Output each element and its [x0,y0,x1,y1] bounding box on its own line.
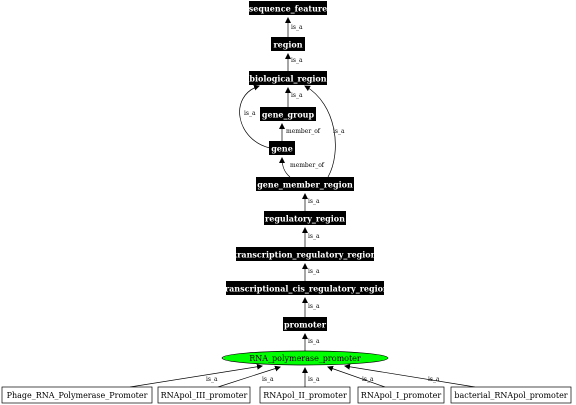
node-box [357,386,445,404]
edge-line [304,85,336,178]
node-box [264,211,346,225]
node-RNApol_I_promoter[interactable]: RNApol_I_promoter [357,386,445,404]
node-label: RNA_polymerase_promoter [249,354,361,363]
node-RNApol_III_promoter[interactable]: RNApol_III_promoter [157,386,251,404]
node-label: biological_region [249,74,326,84]
node-box [283,317,327,331]
edge-RNApol_I_promoter-to-RNA_polymerase_promoter: is_a [327,365,386,388]
edge-biological_region-to-region: is_a [285,53,303,71]
node-label: RNApol_II_promoter [263,391,347,400]
edge-line [239,84,271,149]
node-gene[interactable]: gene [269,141,295,155]
node-ellipse [221,350,389,366]
node-label: transcription_regulatory_region [234,250,377,260]
edge-line [129,363,263,388]
node-bacterial_RNApol_promoter[interactable]: bacterial_RNApol_promoter [450,386,572,404]
edge-gene-to-biological_region: is_a [239,84,271,149]
edge-label: is_a [362,376,374,383]
edge-line [279,157,291,178]
node-region[interactable]: region [271,37,305,51]
edge-label: is_a [308,198,320,205]
edge-label: is_a [428,376,440,383]
edge-transcriptional_cis_regulatory_region-to-transcription_regulatory_region: is_a [302,263,320,281]
node-gene_group[interactable]: gene_group [260,107,316,121]
node-Phage_RNA_Polymerase_Promoter[interactable]: Phage_RNA_Polymerase_Promoter [1,386,153,404]
node-label: gene_member_region [257,180,353,190]
edge-gene_member_region-to-gene: member_of [279,157,325,178]
node-box [1,386,153,404]
edge-region-to-sequence_feature: is_a [285,17,303,37]
node-box [271,37,305,51]
node-label: sequence_feature [249,4,327,14]
node-label: gene_group [262,110,315,120]
edge-gene_group-to-biological_region: is_a [285,87,303,107]
node-box [157,386,251,404]
edge-gene-to-gene_group: member_of [279,123,321,141]
node-biological_region[interactable]: biological_region [249,71,327,85]
node-promoter[interactable]: promoter [283,317,327,331]
node-label: regulatory_region [265,214,345,224]
edge-RNApol_III_promoter-to-RNA_polymerase_promoter: is_a [217,365,281,388]
edge-label: member_of [290,162,325,169]
node-box [260,107,316,121]
node-label: RNApol_I_promoter [361,391,442,400]
edge-label: is_a [333,128,345,135]
node-RNA_polymerase_promoter[interactable]: RNA_polymerase_promoter [221,350,389,366]
edge-regulatory_region-to-gene_member_region: is_a [302,193,320,211]
node-label: bacterial_RNApol_promoter [454,391,567,400]
node-RNApol_II_promoter[interactable]: RNApol_II_promoter [259,386,351,404]
edge-line [217,365,281,388]
node-box [256,177,354,191]
edges-layer: is_ais_ais_ais_amember_ofmember_ofis_ais… [129,17,476,388]
edge-RNA_polymerase_promoter-to-promoter: is_a [302,333,320,351]
node-gene_member_region[interactable]: gene_member_region [256,177,354,191]
edge-label: is_a [291,92,303,99]
edge-RNApol_II_promoter-to-RNA_polymerase_promoter: is_a [302,367,320,387]
node-box [236,247,374,261]
edge-Phage_RNA_Polymerase_Promoter-to-RNA_polymerase_promoter: is_a [129,363,263,388]
edge-label: is_a [308,268,320,275]
edge-bacterial_RNApol_promoter-to-RNA_polymerase_promoter: is_a [344,363,476,388]
node-box [450,386,572,404]
edge-line [327,365,386,388]
node-label: region [273,40,302,50]
node-label: RNApol_III_promoter [161,391,248,400]
edge-label: is_a [262,376,274,383]
edge-label: is_a [308,376,320,383]
node-label: gene [271,144,293,154]
edge-gene_member_region-to-biological_region: is_a [304,85,345,178]
edge-label: is_a [291,24,303,31]
node-box [249,1,327,15]
edge-label: is_a [308,338,320,345]
node-label: transcriptional_cis_regulatory_region [221,284,389,294]
node-regulatory_region[interactable]: regulatory_region [264,211,346,225]
node-label: Phage_RNA_Polymerase_Promoter [7,391,148,400]
node-transcriptional_cis_regulatory_region[interactable]: transcriptional_cis_regulatory_region [221,281,389,295]
edge-label: is_a [308,233,320,240]
node-sequence_feature[interactable]: sequence_feature [249,1,327,15]
node-label: promoter [284,320,327,330]
edge-label: is_a [291,57,303,64]
edge-label: is_a [244,110,256,117]
edge-label: is_a [206,376,218,383]
node-box [269,141,295,155]
edge-promoter-to-transcriptional_cis_regulatory_region: is_a [302,297,320,317]
edge-label: is_a [308,303,320,310]
edge-transcription_regulatory_region-to-regulatory_region: is_a [302,227,320,247]
edge-label: member_of [286,128,321,135]
node-box [259,386,351,404]
node-box [249,71,327,85]
node-box [226,281,384,295]
edge-line [344,363,476,388]
node-transcription_regulatory_region[interactable]: transcription_regulatory_region [234,247,377,261]
